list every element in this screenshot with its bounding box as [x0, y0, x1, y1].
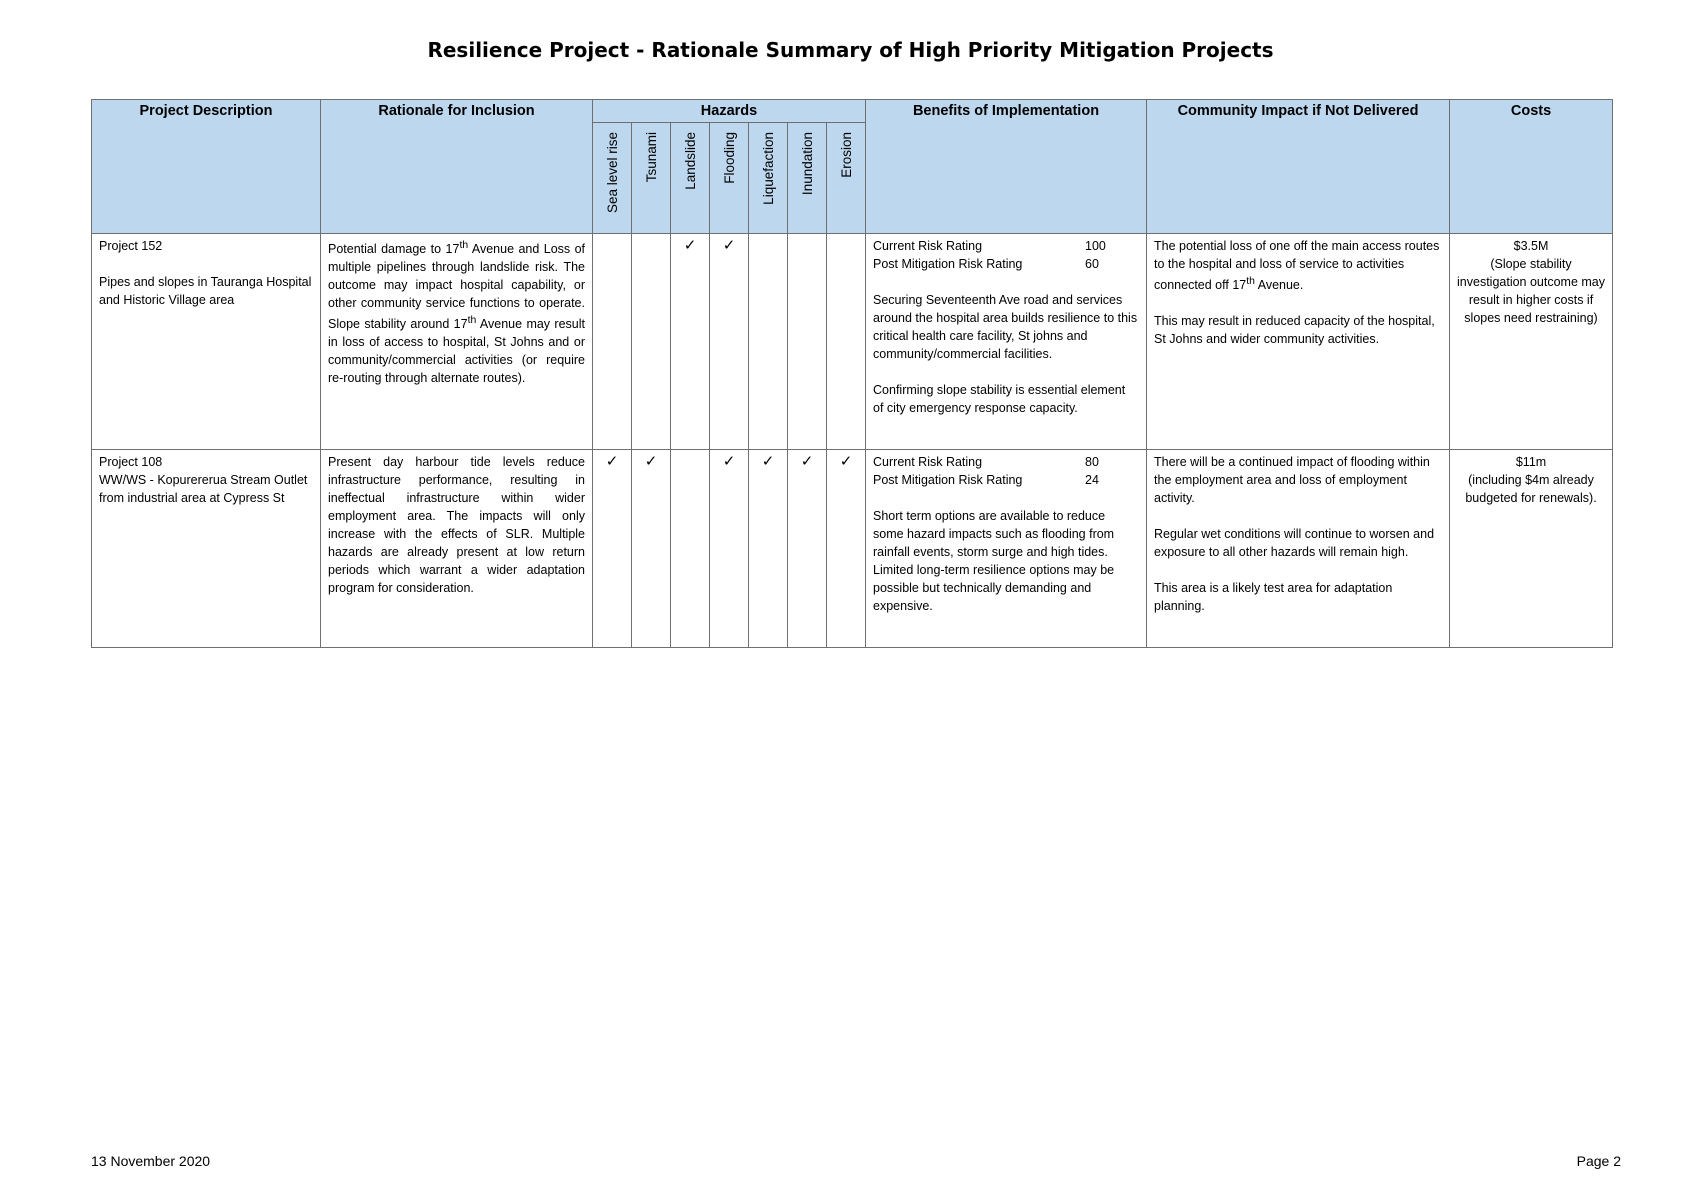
header-benefits: Benefits of Implementation — [865, 99, 1148, 234]
header-hazard-erosion: Erosion — [825, 122, 867, 234]
header-project-description: Project Description — [91, 99, 321, 234]
header-hazards: Hazards — [591, 99, 867, 123]
project-id: Project 152 — [99, 239, 163, 253]
hazard-check-cell — [631, 233, 671, 450]
costs-cell: $3.5M (Slope stability investigation out… — [1449, 233, 1614, 450]
benefits-cell: Current Risk Rating 100 Post Mitigation … — [865, 233, 1148, 450]
footer-page-number: Page 2 — [1576, 1153, 1621, 1169]
check-mark-icon: ✓ — [683, 237, 697, 254]
check-mark-icon: ✓ — [800, 453, 814, 470]
table-row: Project 108 WW/WS - Kopurererua Stream O… — [91, 449, 1614, 648]
hazard-check-cell: ✓ — [825, 449, 867, 648]
hazard-check-cell: ✓ — [748, 449, 788, 648]
community-impact-cell: The potential loss of one off the main a… — [1146, 233, 1451, 450]
header-costs: Costs — [1449, 99, 1614, 234]
impact-text: The potential loss of one off the main a… — [1154, 239, 1440, 293]
current-risk-rating: Current Risk Rating 80 — [873, 455, 1099, 469]
hazard-check-cell: ✓ — [631, 449, 671, 648]
benefit-text: Short term options are available to redu… — [873, 509, 1115, 613]
header-hazard-tsunami: Tsunami — [631, 122, 671, 234]
footer-date: 13 November 2020 — [91, 1153, 211, 1169]
impact-text: This area is a likely test area for adap… — [1154, 581, 1393, 613]
project-name: WW/WS - Kopurererua Stream Outlet from i… — [99, 473, 308, 505]
benefit-text: Securing Seventeenth Ave road and servic… — [873, 293, 1138, 361]
hazard-check-cell: ✓ — [709, 449, 749, 648]
post-mitigation-risk-rating: Post Mitigation Risk Rating 60 — [873, 257, 1099, 271]
header-community-impact: Community Impact if Not Delivered — [1146, 99, 1451, 234]
check-mark-icon: ✓ — [722, 237, 736, 254]
cost-note: (Slope stability investigation outcome m… — [1457, 257, 1606, 325]
hazard-check-cell: ✓ — [709, 233, 749, 450]
post-mitigation-risk-rating: Post Mitigation Risk Rating 24 — [873, 473, 1099, 487]
rationale-cell: Potential damage to 17th Avenue and Loss… — [320, 233, 593, 450]
benefits-cell: Current Risk Rating 80 Post Mitigation R… — [865, 449, 1148, 648]
header-rationale: Rationale for Inclusion — [320, 99, 593, 234]
hazard-check-cell — [592, 233, 632, 450]
hazard-check-cell: ✓ — [592, 449, 632, 648]
header-hazard-inundation: Inundation — [787, 122, 827, 234]
hazard-check-cell — [787, 233, 827, 450]
hazard-check-cell — [670, 449, 710, 648]
cost-amount: $3.5M — [1513, 239, 1549, 253]
project-name: Pipes and slopes in Tauranga Hospital an… — [99, 275, 312, 307]
costs-cell: $11m (including $4m already budgeted for… — [1449, 449, 1614, 648]
impact-text: Regular wet conditions will continue to … — [1154, 527, 1435, 559]
hazard-check-cell — [825, 233, 867, 450]
cost-note: (including $4m already budgeted for rene… — [1465, 473, 1597, 505]
header-hazard-liquefaction: Liquefaction — [748, 122, 788, 234]
project-description-cell: Project 108 WW/WS - Kopurererua Stream O… — [91, 449, 321, 648]
impact-text: There will be a continued impact of floo… — [1154, 455, 1430, 505]
hazard-check-cell: ✓ — [787, 449, 827, 648]
rationale-cell: Present day harbour tide levels reduce i… — [320, 449, 593, 648]
impact-text: This may result in reduced capacity of t… — [1154, 314, 1435, 347]
community-impact-cell: There will be a continued impact of floo… — [1146, 449, 1451, 648]
hazard-check-cell: ✓ — [670, 233, 710, 450]
header-hazard-flooding: Flooding — [709, 122, 749, 234]
check-mark-icon: ✓ — [839, 453, 853, 470]
check-mark-icon: ✓ — [761, 453, 775, 470]
header-hazard-sea-level-rise: Sea level rise — [592, 122, 632, 234]
header-row: Project Description Rationale for Inclus… — [91, 99, 1614, 234]
project-id: Project 108 — [99, 455, 163, 469]
cost-amount: $11m — [1515, 455, 1547, 469]
table-row: Project 152 Pipes and slopes in Tauranga… — [91, 233, 1614, 450]
page-title: Resilience Project - Rationale Summary o… — [427, 38, 1274, 62]
project-description-cell: Project 152 Pipes and slopes in Tauranga… — [91, 233, 321, 450]
hazard-subheader-row: Sea level rise Tsunami Landslide Floodin… — [92, 122, 1613, 234]
check-mark-icon: ✓ — [644, 453, 658, 470]
mitigation-projects-table: Project Description Rationale for Inclus… — [91, 99, 1614, 648]
header-hazard-landslide: Landslide — [670, 122, 710, 234]
check-mark-icon: ✓ — [605, 453, 619, 470]
benefit-text: Confirming slope stability is essential … — [873, 383, 1126, 415]
current-risk-rating: Current Risk Rating 100 — [873, 239, 1106, 253]
hazard-check-cell — [748, 233, 788, 450]
check-mark-icon: ✓ — [722, 453, 736, 470]
